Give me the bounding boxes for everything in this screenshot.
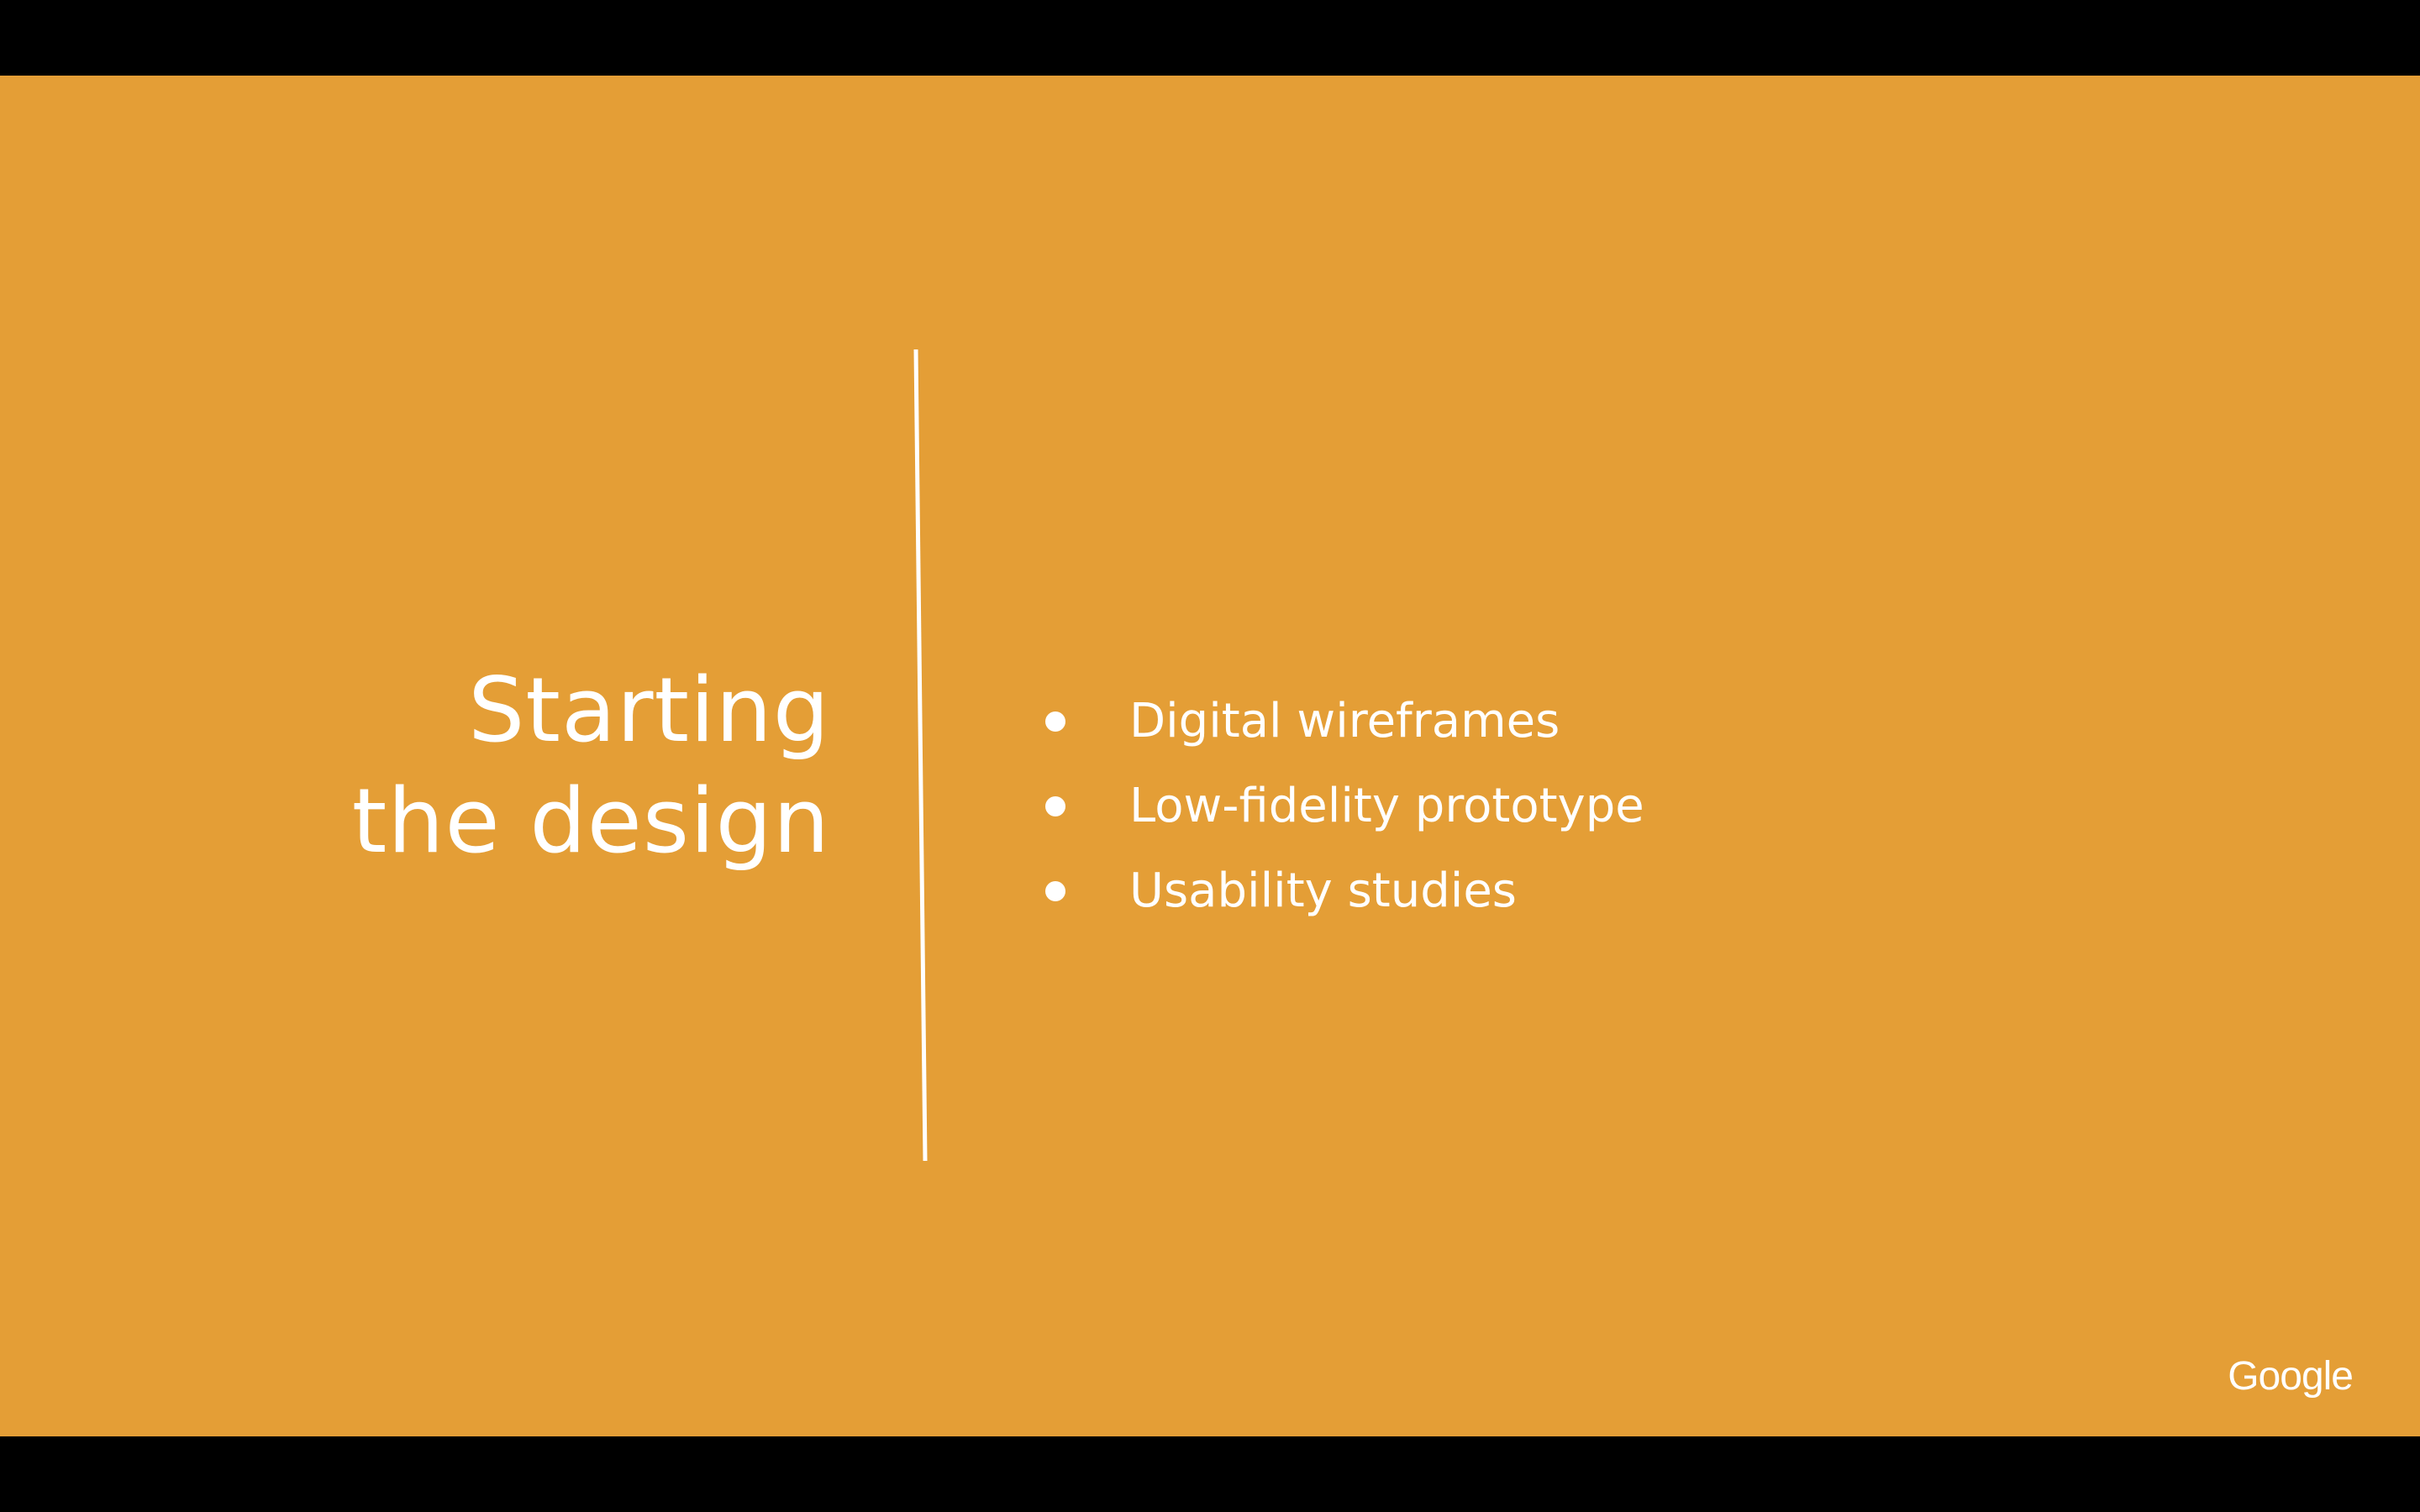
google-logo: Google [2228, 1354, 2354, 1399]
letterbox-bottom [0, 1436, 2420, 1512]
list-item: Digital wireframes [1045, 679, 1644, 764]
presentation-slide: Starting the design Digital wireframes L… [0, 76, 2420, 1436]
slide-title-line-2: the design [351, 769, 830, 873]
letterbox-top [0, 0, 2420, 76]
vertical-divider [913, 349, 928, 1162]
bullet-text: Low-fidelity prototype [1129, 778, 1644, 833]
bullet-text: Usability studies [1129, 863, 1517, 918]
bullet-icon [1045, 795, 1065, 816]
bullet-icon [1045, 711, 1065, 732]
bullet-list: Digital wireframes Low-fidelity prototyp… [1045, 679, 1644, 933]
bullet-icon [1045, 880, 1065, 901]
list-item: Usability studies [1045, 848, 1644, 933]
divider-line [913, 349, 928, 1162]
slide-title-line-1: Starting [468, 659, 830, 762]
bullet-text: Digital wireframes [1129, 693, 1560, 748]
slide-title: Starting the design [352, 655, 830, 877]
list-item: Low-fidelity prototype [1045, 764, 1644, 848]
